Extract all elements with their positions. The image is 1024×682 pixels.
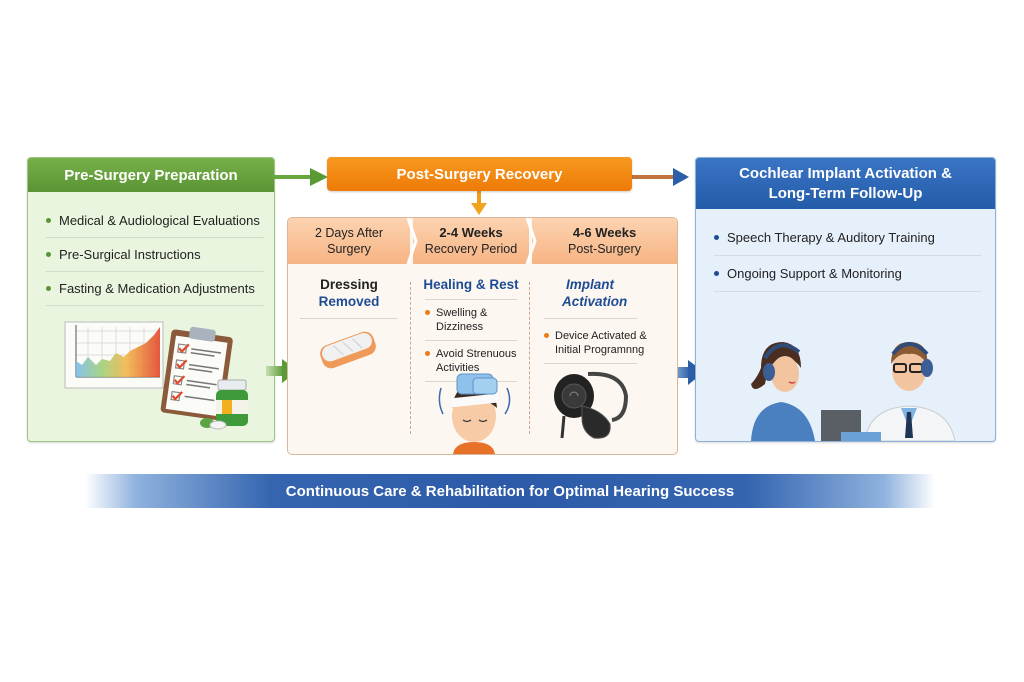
stage-column: Dressing Removed bbox=[288, 264, 410, 454]
stage-title: Healing & Rest bbox=[413, 264, 529, 293]
list-item-label: Pre-Surgical Instructions bbox=[59, 247, 201, 262]
stage-header-line2: Surgery bbox=[327, 242, 371, 256]
chart-icon bbox=[64, 321, 164, 389]
chevron-divider-icon bbox=[406, 218, 418, 264]
stage-header-line2: Recovery Period bbox=[424, 242, 518, 256]
stage-header: 4-6 Weeks Post-Surgery bbox=[532, 218, 677, 264]
bullet-icon bbox=[544, 333, 549, 338]
stage-title-line1: Implant bbox=[566, 277, 615, 292]
divider bbox=[425, 340, 517, 341]
stage-title-line1: Healing & Rest bbox=[423, 277, 519, 292]
divider bbox=[544, 318, 637, 319]
post-surgery-panel: 2 Days After Surgery 2-4 Weeks Recovery … bbox=[287, 217, 678, 455]
stage-title-line2: Activation bbox=[562, 294, 628, 309]
list-item: Speech Therapy & Auditory Training bbox=[714, 220, 981, 256]
list-item-label: Device Activated & Initial Programnng bbox=[555, 330, 647, 356]
stage-header-line1: 2 Days After bbox=[314, 226, 384, 240]
medicine-bottle-icon bbox=[216, 379, 248, 426]
bullet-icon bbox=[46, 218, 51, 223]
stage-column: Implant Activation Device Activated & In… bbox=[532, 264, 677, 454]
patient-ice-pack-icon bbox=[438, 373, 511, 454]
divider bbox=[410, 282, 411, 434]
arrow-right-icon bbox=[272, 168, 328, 186]
bullet-icon bbox=[46, 286, 51, 291]
list-item: Fasting & Medication Adjustments bbox=[46, 272, 264, 306]
chevron-divider-icon bbox=[525, 218, 537, 264]
divider bbox=[425, 299, 517, 300]
list-item-label: Ongoing Support & Monitoring bbox=[727, 266, 902, 281]
divider bbox=[529, 282, 530, 434]
bullet-icon bbox=[714, 271, 719, 276]
stage-header-line1: 2-4 Weeks bbox=[439, 225, 503, 240]
bullet-icon bbox=[425, 310, 430, 315]
list-item-label: Swelling & Dizziness bbox=[436, 307, 488, 333]
patient-audiologist-headphones-icon bbox=[751, 342, 956, 441]
bullet-icon bbox=[714, 235, 719, 240]
list-item: Ongoing Support & Monitoring bbox=[714, 256, 981, 292]
divider bbox=[544, 363, 637, 364]
list-item: Medical & Audiological Evaluations bbox=[46, 204, 264, 238]
bottom-banner: Continuous Care & Rehabilitation for Opt… bbox=[85, 474, 935, 508]
post-surgery-title: Post-Surgery Recovery bbox=[327, 157, 632, 191]
divider bbox=[300, 318, 398, 319]
pills-icon bbox=[200, 418, 227, 430]
list-item: Swelling & Dizziness bbox=[413, 300, 529, 338]
follow-up-panel: Cochlear Implant Activation & Long-Term … bbox=[695, 157, 996, 442]
follow-up-title-line2: Long-Term Follow-Up bbox=[768, 184, 923, 202]
stage-title: Dressing Removed bbox=[288, 264, 410, 310]
bullet-icon bbox=[425, 351, 430, 356]
list-item: Avoid Strenuous Activities bbox=[413, 341, 529, 379]
list-item: Device Activated & Initial Programnng bbox=[532, 319, 656, 361]
follow-up-title-line1: Cochlear Implant Activation & bbox=[739, 164, 952, 182]
arrow-right-icon bbox=[631, 168, 689, 186]
list-item-label: Avoid Strenuous Activities bbox=[436, 348, 517, 374]
stage-column: Healing & Rest Swelling & Dizziness Avoi… bbox=[413, 264, 529, 454]
stage-header-line1: 4-6 Weeks bbox=[572, 225, 637, 240]
list-item-label: Medical & Audiological Evaluations bbox=[59, 213, 260, 228]
list-item-label: Fasting & Medication Adjustments bbox=[59, 281, 255, 296]
list-item-label: Speech Therapy & Auditory Training bbox=[727, 230, 935, 245]
cochlear-processor-icon bbox=[554, 371, 629, 439]
stage-header: 2-4 Weeks Recovery Period bbox=[413, 218, 529, 264]
stage-header-line2: Post-Surgery bbox=[568, 242, 641, 256]
clipboard-checklist-icon bbox=[160, 326, 233, 421]
stage-title: Implant Activation bbox=[532, 264, 677, 310]
bullet-icon bbox=[46, 252, 51, 257]
follow-up-title: Cochlear Implant Activation & Long-Term … bbox=[696, 158, 995, 209]
pre-surgery-panel: Pre-Surgery Preparation Medical & Audiol… bbox=[27, 157, 275, 442]
arrow-down-icon bbox=[471, 191, 487, 215]
stage-header: 2 Days After Surgery bbox=[288, 218, 410, 264]
stage-title-line1: Dressing bbox=[320, 277, 378, 292]
list-item: Pre-Surgical Instructions bbox=[46, 238, 264, 272]
stage-title-line2: Removed bbox=[318, 294, 380, 309]
bandage-icon bbox=[320, 331, 376, 369]
pre-surgery-title: Pre-Surgery Preparation bbox=[28, 158, 274, 192]
